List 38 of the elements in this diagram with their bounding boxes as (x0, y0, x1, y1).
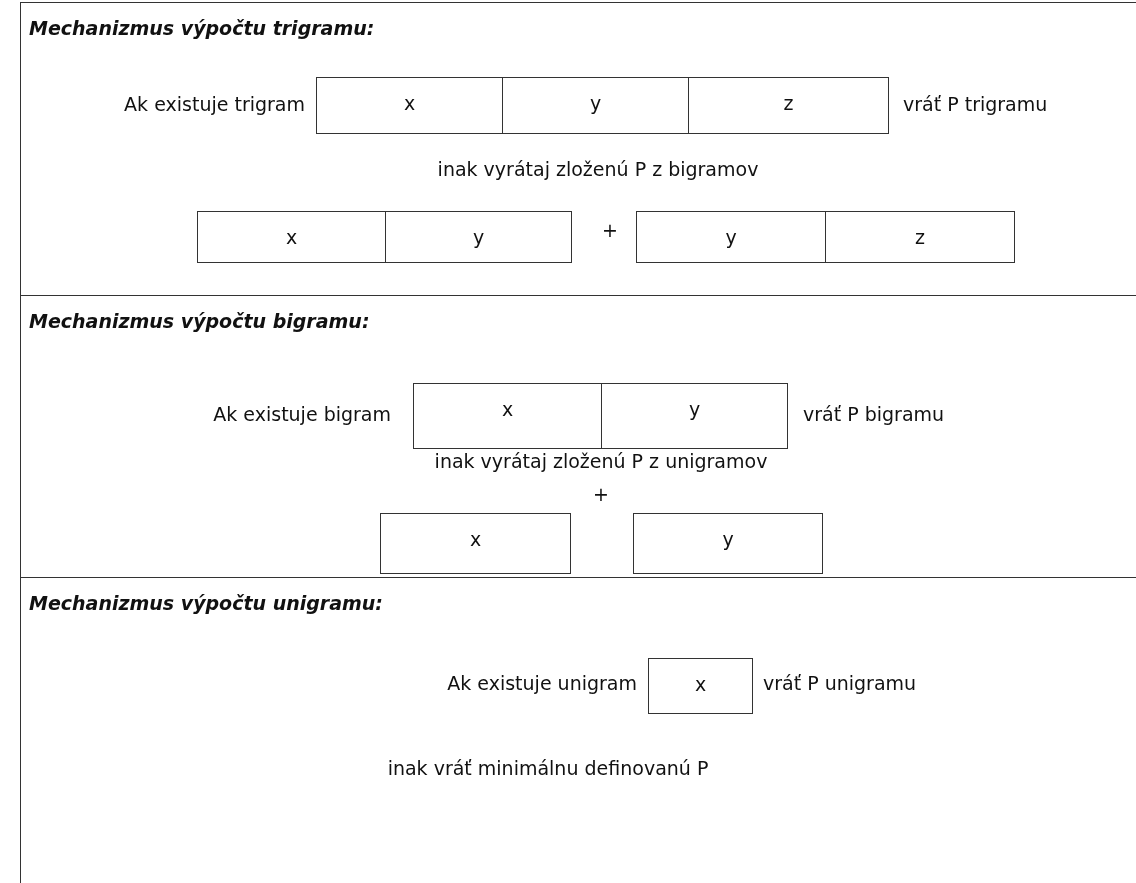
cell-label: z (915, 226, 925, 248)
cell-label: y (722, 528, 734, 550)
rule-text: inak vráť minimálnu definovanú P (387, 757, 709, 779)
cell-label: x (694, 673, 707, 695)
cell-label: y (472, 226, 485, 248)
cell-label: x (403, 92, 416, 114)
section-panel (20, 577, 1136, 883)
cell-label: y (688, 398, 701, 420)
cell-label: z (783, 92, 794, 114)
section-heading: Mechanizmus výpočtu trigramu: (29, 17, 375, 39)
cell-label: x (469, 528, 482, 550)
rule-text: inak vyrátaj zloženú P z unigramov (434, 450, 768, 472)
section-panel (20, 2, 1136, 296)
ngram-cell (380, 513, 571, 574)
ngram-cell (825, 211, 1015, 263)
cell-label: x (285, 226, 298, 248)
ngram-cell (636, 211, 826, 263)
cell-label: x (501, 398, 514, 420)
section-heading: Mechanizmus výpočtu unigramu: (29, 592, 383, 614)
cell-label: y (725, 226, 737, 248)
section-heading: Mechanizmus výpočtu bigramu: (29, 310, 370, 332)
ngram-cell (385, 211, 572, 263)
rule-text: Ak existuje bigram (213, 403, 391, 425)
section-panel (20, 295, 1136, 577)
plus-sign: + (593, 483, 609, 505)
ngram-cell (413, 383, 602, 449)
ngram-cell (197, 211, 386, 263)
ngram-cell (601, 383, 788, 449)
rule-text: inak vyrátaj zloženú P z bigramov (437, 158, 759, 180)
rule-text: Ak existuje trigram (124, 93, 305, 115)
ngram-cell (633, 513, 823, 574)
cell-label: y (589, 92, 602, 114)
plus-sign: + (602, 219, 618, 241)
ngram-cell (502, 77, 689, 134)
ngram-cell (688, 77, 889, 134)
ngram-cell (648, 658, 753, 714)
rule-text: Ak existuje unigram (447, 672, 637, 694)
ngram-cell (316, 77, 503, 134)
